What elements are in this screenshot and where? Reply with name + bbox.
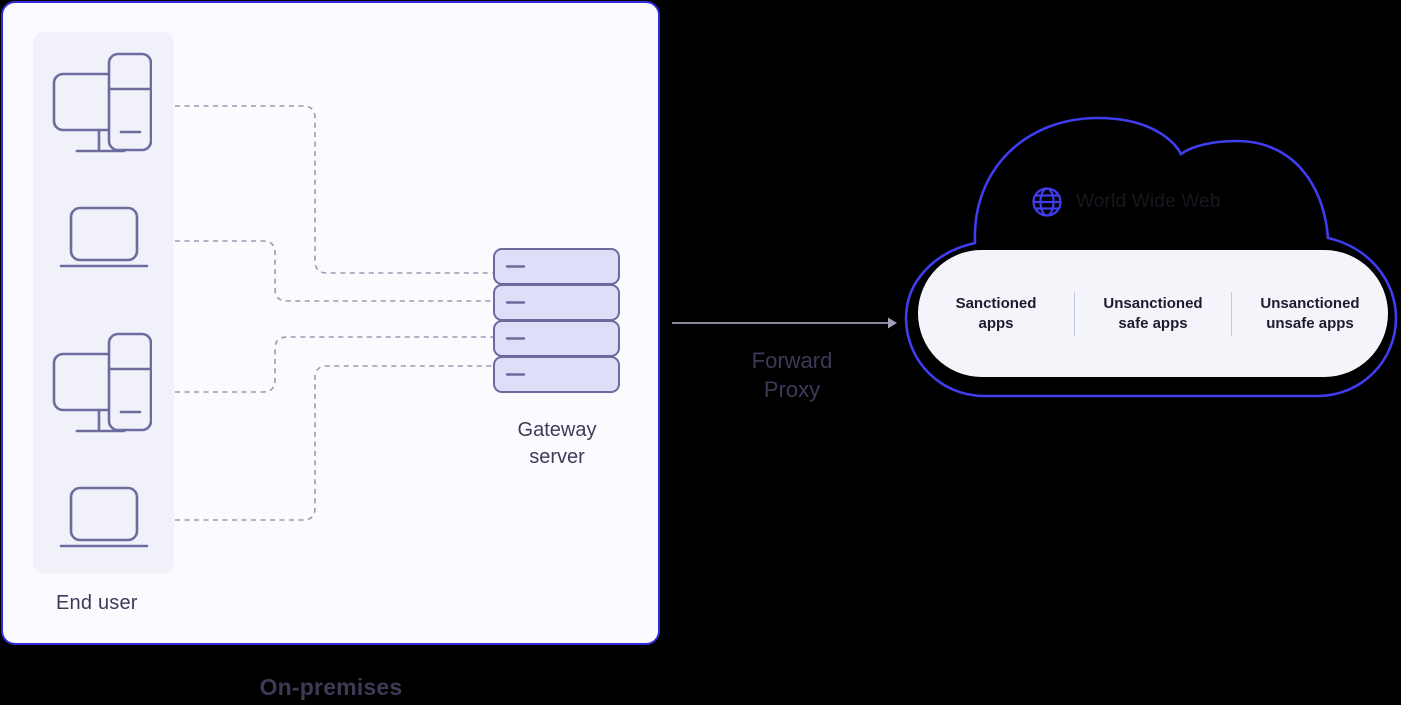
forward-proxy-arrow — [672, 317, 897, 329]
sanctioned-apps-label: Sanctioned apps — [955, 294, 1037, 332]
unsanctioned-unsafe-apps-label: Unsanctioned unsafe apps — [1260, 294, 1360, 332]
desktop-computer-icon — [52, 332, 152, 433]
on-premises-caption: On-premises — [259, 674, 403, 700]
device-connector-lines — [175, 105, 493, 521]
pill-divider — [1231, 291, 1232, 336]
cloud-apps-pill: Sanctioned apps Unsanctioned safe apps U… — [918, 250, 1388, 377]
www-row: World Wide Web — [1031, 186, 1221, 218]
pill-divider — [1074, 291, 1075, 336]
www-label: World Wide Web — [1076, 191, 1221, 212]
laptop-icon — [59, 486, 149, 548]
laptop-icon — [59, 206, 149, 268]
globe-grid-icon — [1032, 187, 1062, 217]
end-user-label: End user — [56, 592, 138, 614]
gateway-server-label: Gateway server — [517, 419, 597, 468]
gateway-server-icon — [493, 248, 620, 393]
cloud-outline — [904, 116, 1398, 398]
unsanctioned-safe-apps-label: Unsanctioned safe apps — [1103, 294, 1203, 332]
forward-proxy-label: Forward Proxy — [751, 348, 833, 402]
desktop-computer-icon — [52, 52, 152, 153]
